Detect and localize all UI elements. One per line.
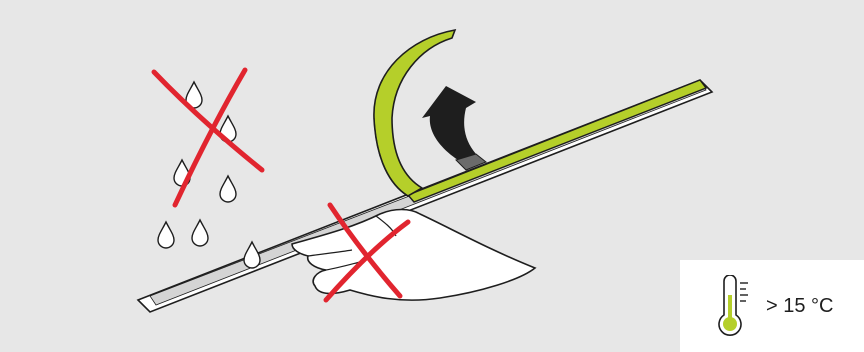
tape-on-strip bbox=[406, 79, 708, 203]
thermometer-icon bbox=[718, 275, 748, 336]
no-water-cross-icon bbox=[151, 67, 265, 208]
peeled-tape bbox=[373, 28, 457, 197]
peel-arrow-icon bbox=[422, 86, 487, 171]
hand-icon bbox=[291, 208, 537, 301]
temperature-info-box: > 15 °C bbox=[680, 260, 864, 352]
no-touch-cross-icon bbox=[323, 202, 411, 303]
temperature-label: > 15 °C bbox=[766, 294, 834, 317]
water-drops-icon bbox=[157, 80, 261, 269]
